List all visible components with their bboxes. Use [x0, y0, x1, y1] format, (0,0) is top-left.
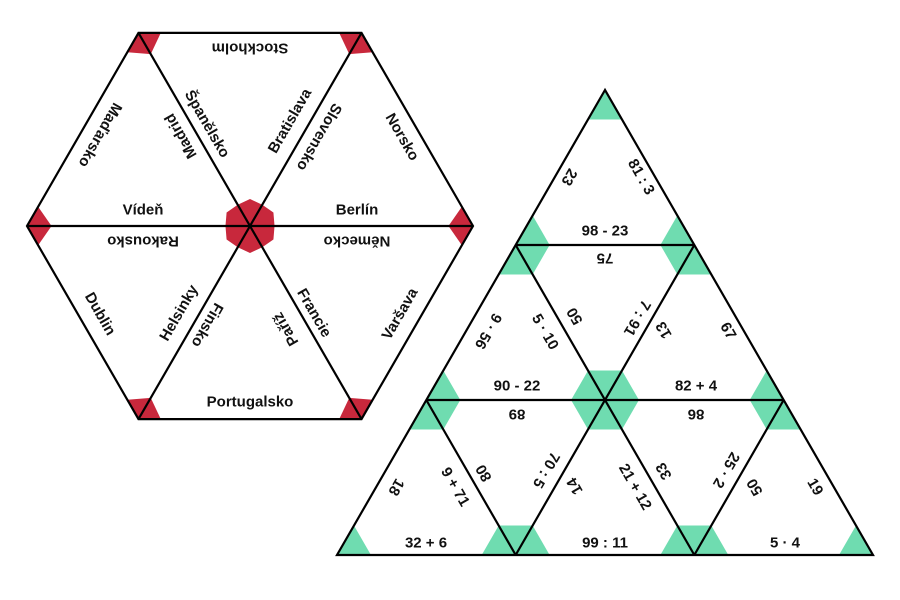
- tri-label-90-22: 90 - 22: [494, 378, 541, 395]
- hex-label-norsko: Norsko: [382, 110, 423, 163]
- tri-corner-mark: [677, 245, 712, 275]
- tri-label-50b: 50: [743, 476, 766, 499]
- hex-label-nemecko: Německo: [324, 233, 391, 250]
- tri-label-82-4: 82 + 4: [675, 378, 718, 395]
- tri-corner-mark: [677, 525, 712, 555]
- tri-label-99-11: 99 : 11: [582, 535, 628, 552]
- tri-label-14: 14: [563, 474, 586, 498]
- hex-center-mark: [237, 198, 263, 226]
- hex-center-mark: [237, 226, 263, 254]
- tri-corner-mark: [660, 245, 695, 275]
- triangle-corner-marks: [337, 90, 873, 555]
- tri-label-21-12: 21 + 12: [615, 461, 655, 513]
- triangle-labels: 23 81 : 3 98 - 23 75 9 · 56 50 5 · 10 7 …: [384, 156, 826, 551]
- tri-corner-mark: [766, 400, 801, 430]
- tri-corner-mark: [515, 215, 550, 245]
- tri-corner-mark: [571, 400, 605, 430]
- triangle-grid-line: [514, 244, 696, 556]
- tri-corner-mark: [498, 525, 533, 555]
- tri-label-75: 75: [597, 250, 614, 267]
- tri-corner-mark: [498, 245, 533, 275]
- tri-label-32-6: 32 + 6: [405, 535, 447, 552]
- tri-label-80: 80: [472, 462, 495, 485]
- tri-label-19: 19: [803, 476, 826, 499]
- hex-label-stockholm: Stockholm: [212, 40, 289, 57]
- tri-label-98-23: 98 - 23: [582, 223, 629, 240]
- tri-corner-mark: [605, 370, 639, 400]
- hex-label-rakousko: Rakousko: [107, 233, 179, 250]
- tri-label-67: 67: [716, 320, 739, 343]
- hexagon-grid-lines: [25, 31, 475, 421]
- hex-label-portugalsko: Portugalsko: [207, 394, 294, 411]
- hex-center-mark: [225, 226, 250, 248]
- tri-label-81-3: 81 : 3: [624, 156, 658, 198]
- hex-label-pariz: Paříž: [270, 309, 303, 349]
- hex-center-mark: [250, 204, 275, 226]
- triangle-grid-lines: [335, 87, 875, 557]
- hex-center-mark: [250, 226, 275, 248]
- tri-corner-mark: [515, 525, 550, 555]
- tri-label-86: 86: [688, 406, 705, 423]
- tri-corner-mark: [749, 400, 784, 430]
- tri-corner-mark: [426, 370, 461, 400]
- triangle-outline: [335, 87, 875, 557]
- tri-corner-mark: [515, 245, 550, 275]
- tri-label-7-91: 7 : 91: [620, 297, 654, 339]
- tri-label-25-2: 25 · 2: [709, 449, 743, 491]
- tri-corner-mark: [571, 370, 605, 400]
- tri-label-18: 18: [384, 476, 407, 499]
- tri-label-23: 23: [557, 166, 580, 189]
- tri-corner-mark: [694, 525, 729, 555]
- hex-label-viden: Vídeň: [123, 202, 164, 219]
- tri-corner-mark: [337, 525, 371, 555]
- hexagon-diagonal: [137, 32, 363, 420]
- tri-label-9-56: 9 · 56: [471, 310, 505, 352]
- tri-label-70-5: 70 : 5: [529, 449, 563, 491]
- triangle-grid-line: [693, 399, 785, 556]
- tri-corner-mark: [588, 400, 622, 430]
- tri-corner-mark: [749, 370, 784, 400]
- tri-label-50a: 50: [563, 305, 586, 328]
- tri-label-13: 13: [652, 319, 675, 342]
- tri-corner-mark: [660, 525, 695, 555]
- tri-corner-mark: [426, 400, 461, 430]
- hexagon-puzzle: Stockholm Španělsko Bratislava Madrid Sl…: [25, 31, 475, 421]
- hex-label-madarsko: Maďarsko: [75, 100, 126, 171]
- hex-center-mark: [225, 204, 250, 226]
- tri-label-89: 89: [509, 406, 526, 423]
- tri-corner-mark: [481, 525, 516, 555]
- tri-corner-mark: [588, 370, 622, 400]
- tri-corner-mark: [605, 400, 639, 430]
- tri-label-33: 33: [652, 460, 675, 483]
- tri-corner-mark: [839, 525, 873, 555]
- hex-label-berlin: Berlín: [336, 202, 379, 219]
- tri-label-5-4: 5 · 4: [770, 535, 801, 552]
- hex-label-varsava: Varšava: [378, 285, 421, 343]
- triangle-grid-line: [425, 399, 517, 556]
- tri-corner-mark: [409, 400, 444, 430]
- tri-corner-mark: [588, 90, 622, 120]
- tri-corner-mark: [660, 215, 695, 245]
